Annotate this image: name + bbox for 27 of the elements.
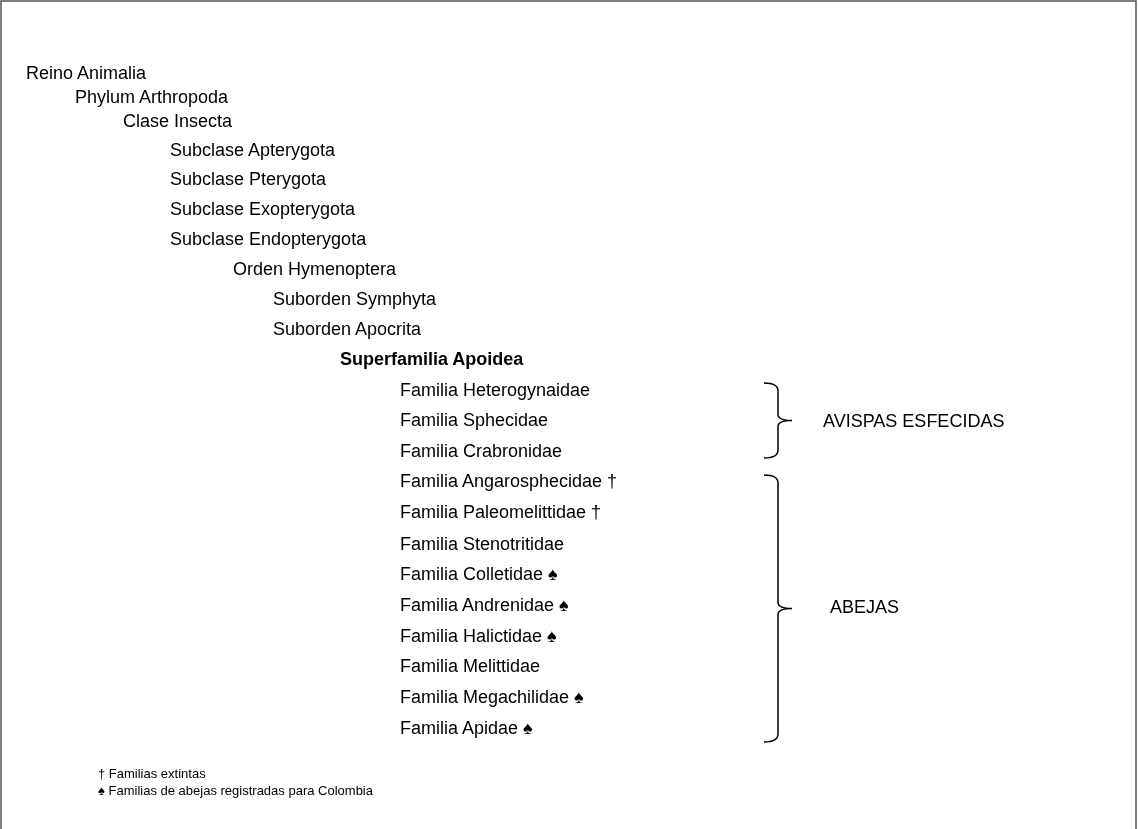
taxon-label: Familia Angarosphecidae †: [400, 472, 618, 490]
taxon-label: Orden Hymenoptera: [233, 260, 397, 278]
taxon-label: Suborden Apocrita: [273, 320, 422, 338]
taxon-label: Familia Andrenidae ♠: [400, 596, 569, 614]
taxon-label: Familia Sphecidae: [400, 411, 549, 429]
footnote: ♠ Familias de abejas registradas para Colombia: [98, 784, 373, 797]
taxon-label: Subclase Exopterygota: [170, 200, 356, 218]
taxon-label: Familia Stenotritidae: [400, 535, 565, 553]
taxon-label: Phylum Arthropoda: [75, 88, 229, 106]
taxon-label: Familia Halictidae ♠: [400, 627, 557, 645]
taxon-label: Familia Heterogynaidae: [400, 381, 591, 399]
taxon-label: Familia Crabronidae: [400, 442, 563, 460]
taxon-label: Suborden Symphyta: [273, 290, 437, 308]
taxon-label: Subclase Apterygota: [170, 141, 336, 159]
group-label: ABEJAS: [830, 598, 900, 616]
taxon-label: Superfamilia Apoidea: [340, 350, 524, 368]
taxon-label: Subclase Pterygota: [170, 170, 327, 188]
taxon-label: Familia Paleomelittidae †: [400, 503, 602, 521]
taxon-label: Subclase Endopterygota: [170, 230, 367, 248]
group-label: AVISPAS ESFECIDAS: [823, 412, 1005, 430]
footnote: † Familias extintas: [98, 767, 206, 780]
taxon-label: Familia Megachilidae ♠: [400, 688, 584, 706]
taxon-label: Familia Melittidae: [400, 657, 541, 675]
taxon-label: Reino Animalia: [26, 64, 147, 82]
taxon-label: Familia Apidae ♠: [400, 719, 533, 737]
taxon-label: Familia Colletidae ♠: [400, 565, 558, 583]
taxon-label: Clase Insecta: [123, 112, 233, 130]
